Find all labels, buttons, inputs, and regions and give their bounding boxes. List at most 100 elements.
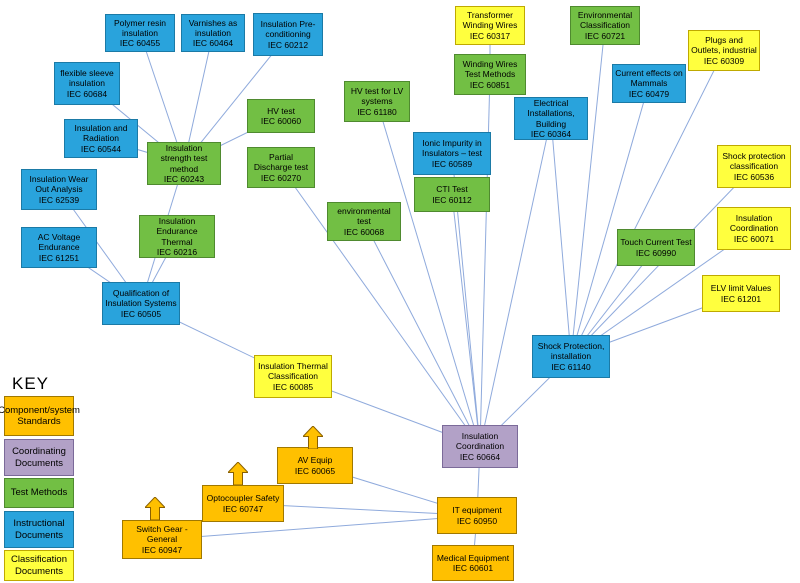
node-iec-60851: Winding Wires Test Methods IEC 60851 [454,54,526,95]
node-code: IEC 60505 [120,308,162,319]
node-code: IEC 60544 [80,143,122,154]
node-iec-60544: Insulation and Radiation IEC 60544 [64,119,138,158]
node-iec-60317: Transformer Winding Wires IEC 60317 [455,6,525,45]
node-title: ELV limit Values [710,283,772,294]
node-title: Environmental Classification [577,10,633,31]
legend-classification-documents: Classification Documents [4,550,74,581]
node-title: AC Voltage Endurance [37,232,81,253]
legend-title: KEY [12,374,50,393]
node-iec-60721: Environmental Classification IEC 60721 [570,6,640,45]
node-title: Insulation and Radiation [74,123,128,144]
legend-component-standards: Component/system Standards [0,396,80,436]
node-iec-60990: Touch Current Test IEC 60990 [617,229,695,266]
node-iec-60947: Switch Gear - General IEC 60947 [122,520,202,559]
node-title: AV Equip [297,455,333,466]
node-iec-60664: Insulation Coordination IEC 60664 [442,425,518,468]
legend-label: Classification Documents [11,554,67,577]
legend-label: Instructional Documents [13,518,65,541]
node-iec-60455: Polymer resin insulation IEC 60455 [105,14,175,52]
node-code: IEC 60317 [469,30,511,41]
node-code: IEC 60270 [260,172,302,183]
node-code: IEC 60060 [260,116,302,126]
node-iec-60505: Qualification of Insulation Systems IEC … [102,282,180,325]
node-iec-61180: HV test for LV systems IEC 61180 [344,81,410,122]
node-title: Plugs and Outlets, industrial [691,35,757,56]
node-code: IEC 60464 [192,38,234,48]
up-arrow-icon [143,496,167,521]
legend-label: Component/system Standards [0,404,80,427]
node-title: Electrical Installations, Building [527,98,575,129]
node-code: IEC 60112 [432,194,472,205]
node-code: IEC 60536 [733,171,775,182]
node-code: IEC 60364 [530,128,572,139]
node-code: IEC 60068 [343,226,385,237]
node-title: Insulation Coordination [729,213,779,234]
node-iec-60364: Electrical Installations, Building IEC 6… [514,97,588,140]
node-code: IEC 60216 [156,246,198,257]
node-title: HV test for LV systems [350,86,404,107]
node-iec-60601: Medical Equipment IEC 60601 [432,545,514,581]
node-iec-60071: Insulation Coordination IEC 60071 [717,207,791,250]
node-code: IEC 60065 [294,465,336,476]
node-iec-62539: Insulation Wear Out Analysis IEC 62539 [21,169,97,210]
node-title: Shock Protection, installation [537,341,605,362]
node-title: Insulation Endurance Thermal [156,216,198,247]
node-title: Transformer Winding Wires [462,10,518,31]
node-code: IEC 60684 [66,88,108,99]
legend-label: Coordinating Documents [12,446,66,469]
node-iec-61201: ELV limit Values IEC 61201 [702,275,780,312]
node-code: IEC 60990 [635,247,677,258]
node-code: IEC 62539 [38,194,80,205]
node-title: Varnishes as insulation [188,17,238,38]
node-iec-60747: Optocoupler Safety IEC 60747 [202,485,284,522]
node-iec-60216: Insulation Endurance Thermal IEC 60216 [139,215,215,258]
legend-instructional-documents: Instructional Documents [4,511,74,548]
node-title: HV test [267,105,295,116]
node-code: IEC 60851 [469,79,511,90]
node-code: IEC 61251 [38,252,80,263]
node-iec-60060: HV test IEC 60060 [247,99,315,133]
node-code: IEC 60950 [456,515,498,526]
node-code: IEC 60479 [628,88,670,99]
node-code: IEC 60212 [267,39,309,50]
node-code: IEC 61180 [357,106,397,117]
legend-coordinating-documents: Coordinating Documents [4,439,74,476]
node-title: Shock protection classification [722,151,786,172]
legend-label: Test Methods [10,487,68,499]
node-code: IEC 60309 [703,55,745,66]
node-iec-61140: Shock Protection, installation IEC 61140 [532,335,610,378]
node-code: IEC 60747 [222,503,264,514]
node-title: Optocoupler Safety [206,493,280,504]
node-iec-60536: Shock protection classification IEC 6053… [717,145,791,188]
node-iec-60309: Plugs and Outlets, industrial IEC 60309 [688,30,760,71]
node-title: Insulation Pre-conditioning [260,19,316,40]
node-title: Winding Wires Test Methods [462,59,518,80]
node-iec-60243: Insulation strength test method IEC 6024… [147,142,221,185]
node-title: Current effects on Mammals [615,68,683,89]
node-title: Switch Gear - General [136,524,188,545]
node-title: environmental test [337,206,391,227]
node-code: IEC 61201 [720,293,762,304]
node-iec-60464: Varnishes as insulation IEC 60464 [181,14,245,52]
node-code: IEC 61140 [551,361,591,372]
node-code: IEC 60947 [141,544,183,555]
node-title: Qualification of Insulation Systems [105,288,177,309]
node-title: Touch Current Test [620,237,692,248]
node-iec-60212: Insulation Pre-conditioning IEC 60212 [253,13,323,56]
node-title: Polymer resin insulation [114,17,166,38]
node-iec-60068: environmental test IEC 60068 [327,202,401,241]
node-code: IEC 60664 [459,451,501,462]
node-title: Insulation strength test method [160,143,208,174]
legend-test-methods: Test Methods [4,478,74,508]
node-iec-61251: AC Voltage Endurance IEC 61251 [21,227,97,268]
node-code: IEC 60601 [452,563,494,573]
node-title: CTI Test [436,184,468,195]
node-iec-60950: IT equipment IEC 60950 [437,497,517,534]
node-code: IEC 60071 [733,233,775,244]
node-code: IEC 60085 [272,381,314,392]
node-iec-60589: Ionic Impurity in Insulators – test IEC … [413,132,491,175]
node-title: flexible sleeve insulation [60,68,114,89]
node-title: Insulation Thermal Classification [258,361,328,382]
up-arrow-icon [226,461,250,486]
node-title: IT equipment [452,505,502,516]
